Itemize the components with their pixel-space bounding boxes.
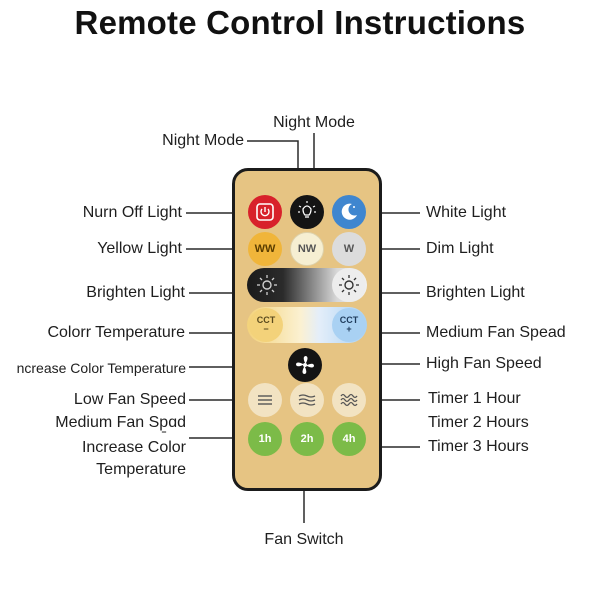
night-lamp-icon (298, 201, 316, 218)
label-increase-color-temp: ncrease Color Temperature (16, 360, 186, 376)
cct-minus-label: CCT (256, 315, 276, 325)
minus-sign: − (263, 324, 269, 334)
label-increase-color-1: Increase Color (81, 439, 186, 456)
cct-minus-button[interactable]: CCT − (249, 308, 283, 342)
label-increase-color-2: Temperature (96, 461, 186, 478)
label-dim-light: Dim Light (426, 240, 494, 257)
label-brighten-left: Brighten Light (86, 284, 185, 301)
cct-plus-label: CCT (339, 315, 359, 325)
brighten-light-button[interactable] (332, 268, 366, 302)
label-color-temperature: Colorr Temperature (47, 324, 185, 341)
sun-icon (339, 275, 359, 295)
timer-2h-button[interactable]: 2h (290, 422, 324, 456)
fan-medium-icon (298, 394, 316, 406)
label-timer-2: Timer 2 Hours (428, 414, 529, 431)
fan-switch-button[interactable] (288, 348, 322, 382)
label-fan-switch: Fan Switch (264, 531, 344, 548)
fan-low-button[interactable] (248, 383, 282, 417)
ww-label: WW (254, 243, 276, 255)
night-mode-button[interactable] (290, 195, 324, 229)
label-night-mode-top: Night Mode (273, 114, 355, 131)
moon-icon (341, 203, 357, 220)
page-title: Remote Control Instructions (74, 4, 526, 41)
label-white-light: White Light (426, 204, 507, 221)
brighten-dark-button[interactable] (250, 268, 284, 302)
plus-sign: + (346, 324, 352, 334)
neutral-light-button[interactable]: NW (290, 232, 324, 266)
label-brighten-right: Brighten Light (426, 284, 525, 301)
cct-plus-button[interactable]: CCT + (332, 308, 366, 342)
timer-4h-button[interactable]: 4h (332, 422, 366, 456)
dim-light-button[interactable]: W (332, 232, 366, 266)
label-timer-1: Timer 1 Hour (428, 390, 521, 407)
timer-1h-label: 1h (258, 433, 272, 445)
power-button[interactable] (248, 195, 282, 229)
fan-low-icon (258, 395, 272, 405)
yellow-light-button[interactable]: WW (248, 232, 282, 266)
w-label: W (343, 243, 355, 255)
fan-icon (296, 356, 314, 374)
label-timer-3: Timer 3 Hours (428, 438, 529, 455)
fan-high-icon (340, 393, 358, 407)
label-night-mode-left: Night Mode (162, 132, 244, 149)
fan-high-button[interactable] (332, 383, 366, 417)
label-medium-fan-left: Medium Fan Sp̱ɑd (55, 414, 186, 431)
label-yellow-light: Yellow Light (97, 240, 182, 257)
sun-icon (257, 275, 277, 295)
fan-medium-button[interactable] (290, 383, 324, 417)
label-low-fan-speed: Low Fan Speed (73, 391, 186, 408)
white-light-button[interactable] (332, 195, 366, 229)
label-turn-off-light: Nurn Off Light (82, 204, 182, 221)
nw-label: NW (297, 243, 317, 255)
timer-2h-label: 2h (300, 433, 314, 445)
label-medium-fan-right: Medium Fan Spead (426, 324, 566, 341)
timer-1h-button[interactable]: 1h (248, 422, 282, 456)
power-icon (256, 203, 274, 221)
label-high-fan-speed: High Fan Speed (426, 355, 542, 372)
timer-4h-label: 4h (342, 433, 356, 445)
